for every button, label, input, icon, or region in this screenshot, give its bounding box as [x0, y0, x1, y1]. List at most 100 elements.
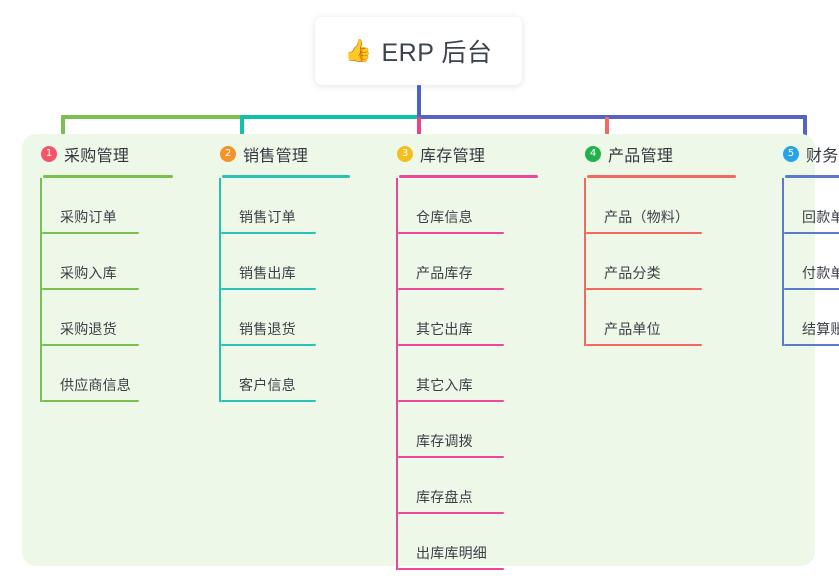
- column-title-5: 财务管理: [806, 147, 839, 165]
- leaf-item[interactable]: 库存盘点: [398, 458, 566, 514]
- leaf-item-label: 产品分类: [604, 265, 661, 281]
- leaf-item[interactable]: 产品分类: [586, 234, 764, 290]
- leaf-item-label: 销售出库: [239, 265, 296, 281]
- leaf-item-rule: [586, 288, 702, 290]
- column-items-2: 销售订单销售出库销售退货客户信息: [201, 178, 378, 402]
- column-2: 2 销售管理销售订单销售出库销售退货客户信息: [201, 140, 378, 570]
- column-5: 5 财务管理回款单付款单结算账户: [764, 140, 839, 570]
- leaf-item[interactable]: 销售出库: [221, 234, 378, 290]
- leaf-item[interactable]: 供应商信息: [42, 346, 201, 402]
- column-spine-4: [584, 178, 586, 346]
- leaf-item[interactable]: 采购退货: [42, 290, 201, 346]
- leaf-item-rule: [784, 232, 839, 234]
- column-badge-1: 1: [41, 145, 57, 162]
- leaf-item-label: 库存调拨: [416, 433, 473, 449]
- column-spine-1: [40, 178, 42, 402]
- connector-drop-4: [605, 117, 609, 145]
- leaf-item[interactable]: 产品单位: [586, 290, 764, 346]
- leaf-item[interactable]: 销售退货: [221, 290, 378, 346]
- column-spine-5: [782, 178, 784, 346]
- leaf-item-rule: [398, 456, 504, 458]
- leaf-item-label: 销售订单: [239, 209, 296, 225]
- column-header-3[interactable]: 3 库存管理: [378, 140, 566, 167]
- leaf-item[interactable]: 回款单: [784, 178, 839, 234]
- connector-drop-5: [803, 117, 807, 145]
- column-badge-4: 4: [585, 145, 601, 162]
- leaf-item-rule: [398, 344, 504, 346]
- leaf-item[interactable]: 客户信息: [221, 346, 378, 402]
- column-items-1: 采购订单采购入库采购退货供应商信息: [22, 178, 201, 402]
- leaf-item[interactable]: 产品（物料）: [586, 178, 764, 234]
- leaf-item-rule: [398, 568, 504, 570]
- leaf-item-label: 其它出库: [416, 321, 473, 337]
- leaf-item-label: 出库库明细: [416, 545, 487, 561]
- column-title-2: 销售管理: [243, 147, 309, 165]
- leaf-item[interactable]: 付款单: [784, 234, 839, 290]
- column-title-4: 产品管理: [608, 147, 674, 165]
- column-header-5[interactable]: 5 财务管理: [764, 140, 839, 167]
- leaf-item-rule: [398, 232, 504, 234]
- leaf-item-label: 客户信息: [239, 377, 296, 393]
- connector-bus-middle: [240, 115, 419, 119]
- column-header-rule-4: [587, 175, 736, 178]
- column-badge-2: 2: [220, 145, 236, 162]
- root-node-card[interactable]: 👍 ERP 后台: [315, 17, 522, 85]
- leaf-item-label: 采购入库: [60, 265, 117, 281]
- leaf-item-rule: [221, 400, 316, 402]
- column-header-rule-2: [222, 175, 350, 178]
- connector-drop-3: [417, 117, 421, 145]
- leaf-item[interactable]: 仓库信息: [398, 178, 566, 234]
- column-1: 1 采购管理采购订单采购入库采购退货供应商信息: [22, 140, 201, 570]
- column-badge-3: 3: [397, 145, 413, 162]
- leaf-item[interactable]: 其它入库: [398, 346, 566, 402]
- column-items-4: 产品（物料） 产品分类产品单位: [566, 178, 764, 346]
- leaf-item-label: 产品（物料）: [604, 209, 690, 225]
- leaf-item[interactable]: 采购订单: [42, 178, 201, 234]
- leaf-item-label: 回款单: [802, 209, 839, 225]
- leaf-item-label: 产品单位: [604, 321, 661, 337]
- leaf-item[interactable]: 采购入库: [42, 234, 201, 290]
- leaf-item-rule: [221, 232, 316, 234]
- column-header-rule-1: [43, 175, 173, 178]
- leaf-item[interactable]: 库存调拨: [398, 402, 566, 458]
- leaf-item-label: 供应商信息: [60, 377, 131, 393]
- leaf-item-rule: [784, 288, 839, 290]
- leaf-item-label: 仓库信息: [416, 209, 473, 225]
- column-title-1: 采购管理: [64, 147, 130, 165]
- column-badge-5: 5: [783, 145, 799, 162]
- connector-drop-1: [61, 117, 65, 145]
- leaf-item[interactable]: 出库库明细: [398, 514, 566, 570]
- leaf-item[interactable]: 其它出库: [398, 290, 566, 346]
- leaf-item-rule: [398, 400, 504, 402]
- leaf-item-label: 销售退货: [239, 321, 296, 337]
- leaf-item-label: 采购订单: [60, 209, 117, 225]
- leaf-item[interactable]: 销售订单: [221, 178, 378, 234]
- leaf-item-rule: [221, 288, 316, 290]
- connector-root-stem: [417, 85, 421, 117]
- connector-bus-left: [61, 115, 242, 119]
- column-4: 4 产品管理产品（物料） 产品分类产品单位: [566, 140, 764, 570]
- diagram-panel: [22, 134, 815, 566]
- column-header-1[interactable]: 1 采购管理: [22, 140, 201, 167]
- leaf-item-rule: [221, 344, 316, 346]
- leaf-item[interactable]: 产品库存: [398, 234, 566, 290]
- column-spine-3: [396, 178, 398, 570]
- leaf-item-label: 库存盘点: [416, 489, 473, 505]
- column-items-3: 仓库信息产品库存其它出库其它入库库存调拨库存盘点出库库明细: [378, 178, 566, 570]
- column-header-4[interactable]: 4 产品管理: [566, 140, 764, 167]
- leaf-item-rule: [42, 232, 139, 234]
- leaf-item-rule: [42, 344, 139, 346]
- leaf-item-label: 付款单: [802, 265, 839, 281]
- column-spine-2: [219, 178, 221, 402]
- column-title-3: 库存管理: [420, 147, 486, 165]
- leaf-item-rule: [398, 512, 504, 514]
- leaf-item[interactable]: 结算账户: [784, 290, 839, 346]
- root-title-text: ERP 后台: [381, 39, 493, 67]
- leaf-item-label: 结算账户: [802, 321, 839, 337]
- leaf-item-rule: [42, 288, 139, 290]
- leaf-item-label: 其它入库: [416, 377, 473, 393]
- leaf-item-label: 产品库存: [416, 265, 473, 281]
- column-container: 1 采购管理采购订单采购入库采购退货供应商信息 2 销售管理销售订单销售出库销售退货客…: [22, 140, 839, 570]
- column-header-2[interactable]: 2 销售管理: [201, 140, 378, 167]
- leaf-item-rule: [586, 344, 702, 346]
